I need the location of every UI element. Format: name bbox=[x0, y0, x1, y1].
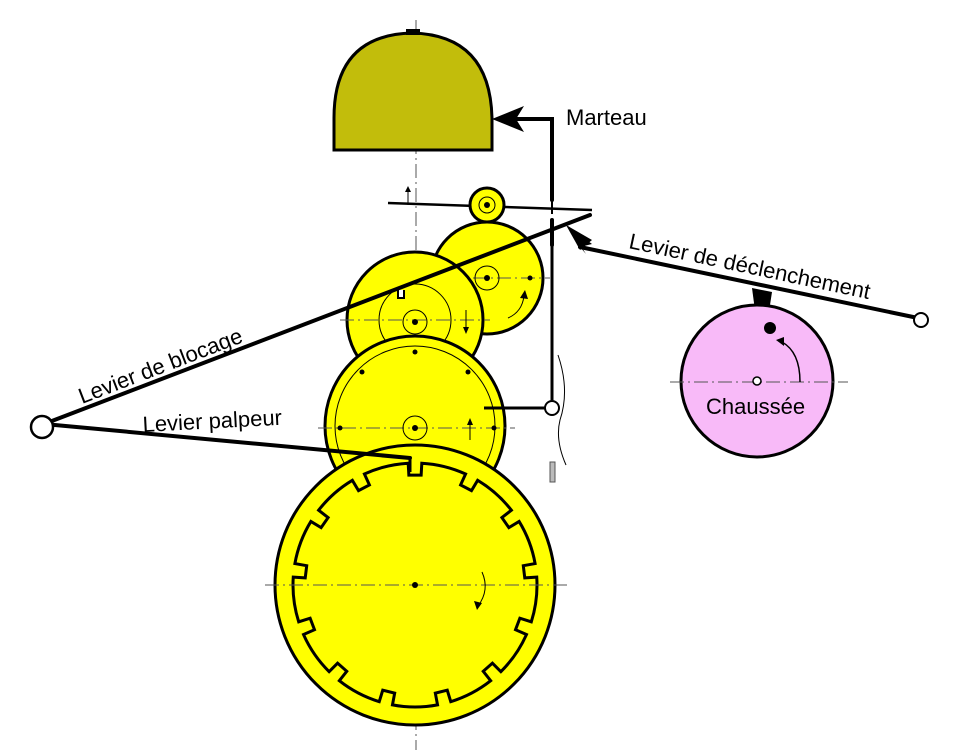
top-pinion bbox=[468, 186, 506, 224]
bell bbox=[332, 29, 494, 152]
small-up-arrow bbox=[405, 186, 411, 205]
label-levier-blocage: Levier de blocage bbox=[75, 323, 246, 409]
chaussee-cam bbox=[670, 303, 848, 459]
left-levers bbox=[29, 213, 592, 472]
levier-palpeur-line bbox=[42, 422, 412, 460]
hammer-arrow bbox=[492, 106, 524, 132]
label-chaussee: Chaussée bbox=[706, 394, 805, 419]
count-wheel-slots bbox=[291, 461, 539, 709]
release-assembly bbox=[484, 245, 567, 483]
bell-dome bbox=[332, 31, 494, 152]
release-lever-end bbox=[913, 312, 929, 328]
levier-blocage-line bbox=[42, 213, 592, 426]
left-pivot bbox=[29, 414, 55, 440]
spring bbox=[557, 354, 567, 466]
hammer bbox=[492, 106, 554, 247]
count-wheel bbox=[265, 443, 570, 727]
bell-knob bbox=[406, 29, 420, 35]
spring-clip bbox=[549, 461, 556, 483]
hammer-rod bbox=[507, 117, 554, 202]
pin-wheel-pins bbox=[337, 349, 497, 431]
label-marteau: Marteau bbox=[566, 105, 647, 130]
label-levier-palpeur: Levier palpeur bbox=[142, 405, 283, 437]
release-pivot bbox=[544, 400, 560, 416]
